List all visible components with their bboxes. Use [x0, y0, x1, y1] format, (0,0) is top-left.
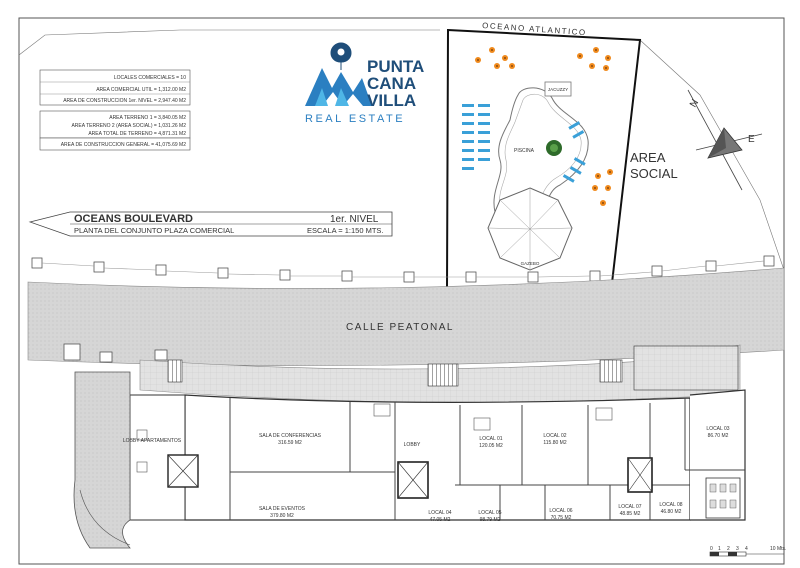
room-labels: LOBBY APARTAMENTOS SALA DE CONFERENCIAS …: [123, 426, 730, 523]
social-area: OCEANO ATLANTICO JACUZZY PISCINA GAZEBO: [445, 21, 642, 291]
area-terreno-1: AREA TERRENO 1 = 3,840.05 M2: [109, 115, 186, 121]
compass-n: N: [688, 98, 701, 110]
sala-eventos-area: 379.80 M2: [270, 513, 294, 519]
scale-end: 10 Mts.: [770, 546, 786, 552]
area-terreno-2: AREA TERRENO 2 (AREA SOCIAL) = 1,031.26 …: [71, 123, 186, 129]
scale-1: 1: [718, 546, 721, 552]
title-block: OCEANS BOULEVARD 1er. NIVEL PLANTA DEL C…: [28, 211, 393, 237]
logo-line-2: CANA: [367, 74, 416, 93]
local-06-area: 70.75 M2: [551, 515, 572, 521]
local-01-area: 120.05 M2: [479, 443, 503, 449]
area-construccion-general: AREA DE CONSTRUCCION GENERAL = 41,075.69…: [61, 142, 186, 148]
sala-conferencias-label: SALA DE CONFERENCIAS: [259, 433, 322, 439]
site-edge-markers: [63, 343, 168, 363]
local-02-area: 115.80 M2: [543, 440, 566, 446]
stair-entrance: [427, 363, 459, 387]
local-07-area: 48.85 M2: [620, 511, 641, 517]
lobby-apartamentos-label: LOBBY APARTAMENTOS: [123, 438, 182, 444]
building-outline: [184, 394, 691, 521]
lobby-label: LOBBY: [404, 442, 421, 448]
road-name: OCEANS BOULEVARD: [74, 213, 193, 225]
logo-line-1: PUNTA: [367, 57, 424, 76]
local-04-area: 47.05 M2: [430, 517, 451, 523]
property-line: [18, 29, 440, 56]
company-logo: PUNTA CANA VILLA REAL ESTATE: [305, 42, 424, 125]
stair-entrance: [599, 359, 623, 383]
pedestrian-street: [27, 267, 785, 366]
scale-3: 3: [736, 546, 739, 552]
sun-loungers-left: [462, 104, 490, 170]
local-05-label: LOCAL 05: [478, 510, 501, 516]
level-label: 1er. NIVEL: [330, 214, 379, 225]
north-arrow: N E: [687, 89, 763, 191]
sala-eventos-label: SALA DE EVENTOS: [259, 506, 306, 512]
local-06-label: LOCAL 06: [549, 508, 572, 514]
scale-2: 2: [727, 546, 730, 552]
plan-name: PLANTA DEL CONJUNTO PLAZA COMERCIAL: [74, 226, 234, 235]
local-03-area: 86.70 M2: [708, 433, 729, 439]
compass-e: E: [748, 134, 755, 145]
local-03-label: LOCAL 03: [706, 426, 729, 432]
sala-conferencias-area: 316.59 M2: [278, 440, 302, 446]
ramp: [73, 371, 131, 549]
pool-label: PISCINA: [514, 148, 535, 154]
logo-line-3: VILLA: [367, 91, 416, 110]
table-sets: [475, 47, 613, 206]
area-social-label-1: AREA: [630, 150, 666, 165]
jacuzzi-label: JACUZZY: [548, 87, 568, 92]
locales-comerciales: LOCALES COMERCIALES = 10: [114, 75, 186, 81]
street-label: CALLE PEATONAL: [346, 322, 454, 333]
lobby-furniture: [136, 403, 613, 473]
local-08-area: 46.80 M2: [661, 509, 682, 515]
terrace-seating: [633, 345, 739, 391]
scale-0: 0: [710, 546, 713, 552]
area-social-label-2: SOCIAL: [630, 166, 678, 181]
scale-label: ESCALA = 1:150 MTS.: [307, 226, 384, 235]
local-01-label: LOCAL 01: [479, 436, 502, 442]
local-08-label: LOCAL 08: [659, 502, 682, 508]
location-pin-icon: [330, 42, 352, 70]
local-04-label: LOCAL 04: [428, 510, 451, 516]
stair-entrance: [167, 359, 183, 383]
sun-loungers-right: [562, 121, 586, 183]
local-05-area: 98.79 M2: [480, 517, 501, 523]
logo-real-estate: REAL ESTATE: [305, 113, 405, 125]
area-construccion-1er-nivel: AREA DE CONSTRUCCION 1er. NIVEL = 2,947.…: [63, 98, 186, 104]
local-07-label: LOCAL 07: [618, 504, 641, 510]
scale-bar: 0 1 2 3 4 10 Mts.: [709, 546, 786, 557]
scale-4: 4: [745, 546, 748, 552]
area-comercial-util: AREA COMERCIAL UTIL = 1,312.00 M2: [96, 87, 186, 93]
gazebo-label: GAZEBO: [521, 261, 540, 266]
area-total-terreno: AREA TOTAL DE TERRENO = 4,871.31 M2: [88, 131, 186, 137]
summary-table: LOCALES COMERCIALES = 10 AREA COMERCIAL …: [39, 69, 191, 151]
local-02-label: LOCAL 02: [543, 433, 566, 439]
